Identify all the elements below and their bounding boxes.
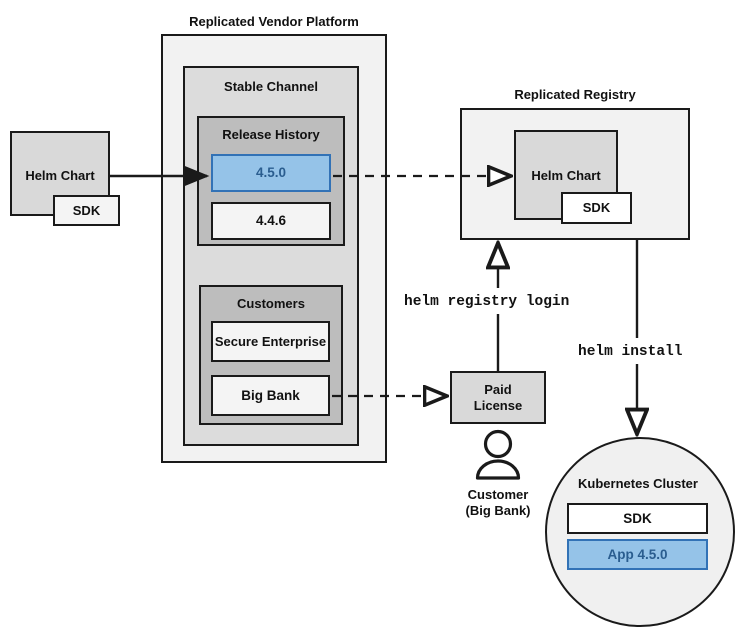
source-helm-chart-label: Helm Chart <box>25 168 95 183</box>
customer-secure-enterprise[interactable]: Secure Enterprise <box>211 321 330 362</box>
customer-name-label: Secure Enterprise <box>214 333 327 349</box>
kubernetes-cluster-title: Kubernetes Cluster <box>578 476 698 491</box>
vendor-platform-caption: Replicated Vendor Platform <box>189 14 359 29</box>
person-icon <box>475 429 521 480</box>
paid-license-box[interactable]: Paid License <box>450 371 546 424</box>
cluster-item-sdk[interactable]: SDK <box>567 503 708 534</box>
customer-name-label: Big Bank <box>241 387 300 403</box>
source-sdk-box[interactable]: SDK <box>53 195 120 226</box>
customer-actor-line1: Customer <box>467 487 529 502</box>
cluster-item-app[interactable]: App 4.5.0 <box>567 539 708 570</box>
release-history-title: Release History <box>222 127 320 142</box>
customers-title: Customers <box>237 296 305 311</box>
cluster-item-label: SDK <box>623 510 652 526</box>
registry-helm-chart-label: Helm Chart <box>531 168 601 183</box>
registry-caption: Replicated Registry <box>514 87 636 102</box>
release-item-4-5-0[interactable]: 4.5.0 <box>211 154 331 192</box>
release-version-label: 4.4.6 <box>255 213 287 229</box>
paid-license-line1: Paid <box>484 382 512 398</box>
registry-sdk-box[interactable]: SDK <box>561 192 632 224</box>
helm-install-label-top: helm install <box>578 344 683 360</box>
source-sdk-label: SDK <box>72 202 101 218</box>
helm-registry-login-label-top: helm registry login <box>404 294 570 310</box>
release-item-4-4-6[interactable]: 4.4.6 <box>211 202 331 240</box>
paid-license-line2: License <box>473 397 523 413</box>
cluster-item-label: App 4.5.0 <box>607 546 668 562</box>
release-version-label: 4.5.0 <box>255 165 287 181</box>
customer-actor-line2: (Big Bank) <box>465 503 531 519</box>
registry-sdk-label: SDK <box>582 200 611 216</box>
customer-big-bank[interactable]: Big Bank <box>211 375 330 416</box>
customer-actor-label: Customer (Big Bank) <box>428 487 568 520</box>
stable-channel-title: Stable Channel <box>224 79 318 94</box>
